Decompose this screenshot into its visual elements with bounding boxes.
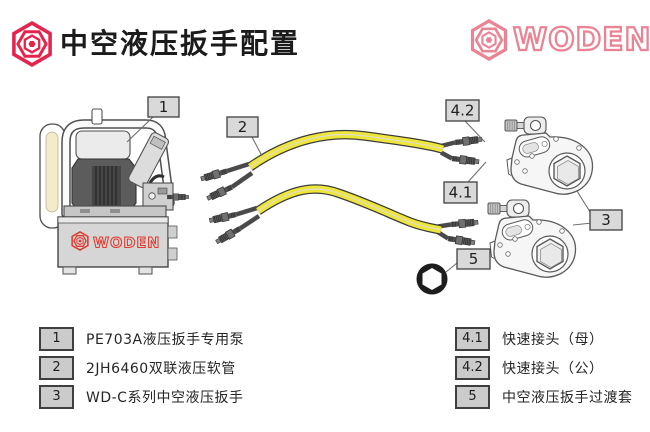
legend-badge-4-1: 4.1 [455,327,490,351]
quick-coupler [208,210,238,225]
legend-item-4-2: 4.2 快速接头（公） [455,356,604,380]
twin-hose-bottom [208,184,479,248]
wrench-head-1 [504,116,594,195]
quick-coupler [205,183,235,203]
pump-handle-knob [91,108,103,125]
legend-badge-4-2: 4.2 [455,356,490,380]
legend-badge-5: 5 [455,385,490,409]
legend-item-1: 1 PE703A液压扳手专用泵 [39,327,244,351]
callout-3: 3 [589,209,623,231]
page-title: 中空液压扳手配置 [60,27,301,60]
svg-text:4.2: 4.2 [451,102,475,120]
wrench-head-2 [487,199,577,278]
legend-badge-3: 3 [39,385,74,409]
twin-hose-top [199,129,483,203]
callout-5: 5 [456,248,491,270]
leader-lines [126,116,593,273]
legend-item-4-1: 4.1 快速接头（母） [455,327,604,351]
quick-coupler-male [454,134,483,147]
legend-label-4-1: 快速接头（母） [502,332,604,348]
quick-coupler-male [450,217,479,229]
callout-1: 1 [147,96,180,118]
legend-badge-2: 2 [39,356,74,380]
legend-item-3: 3 WD-C系列中空液压扳手 [39,385,243,409]
legend-label-4-2: 快速接头（公） [502,361,604,377]
svg-text:1: 1 [159,98,169,116]
legend-label-3: WD-C系列中空液压扳手 [86,390,244,406]
brand-wordmark: WODEN [512,21,650,59]
quick-coupler [214,224,243,246]
callout-4-1: 4.1 [443,181,478,204]
legend-badge-1: 1 [39,327,74,351]
svg-text:5: 5 [469,250,479,268]
quick-coupler-female [447,234,476,248]
legend-item-5: 5 中空液压扳手过渡套 [455,385,633,409]
quick-coupler [199,166,229,184]
legend-item-2: 2 2JH6460双联液压软管 [39,356,236,380]
brand-logo: WODEN [468,19,650,61]
quick-coupler-female [451,154,480,167]
svg-text:2: 2 [238,118,248,136]
pump-brand-text: WODEN [93,236,160,252]
transition-sleeve-ring [416,263,448,295]
svg-text:4.1: 4.1 [449,184,473,202]
legend-label-2: 2JH6460双联液压软管 [86,361,236,377]
legend-label-5: 中空液压扳手过渡套 [502,390,633,406]
pump-brand-logo: WODEN [71,231,160,252]
svg-text:3: 3 [601,211,611,229]
callout-2: 2 [226,116,259,138]
hydraulic-pump: WODEN [39,108,189,275]
legend-label-1: PE703A液压扳手专用泵 [86,332,245,348]
callout-4-2: 4.2 [445,99,480,122]
